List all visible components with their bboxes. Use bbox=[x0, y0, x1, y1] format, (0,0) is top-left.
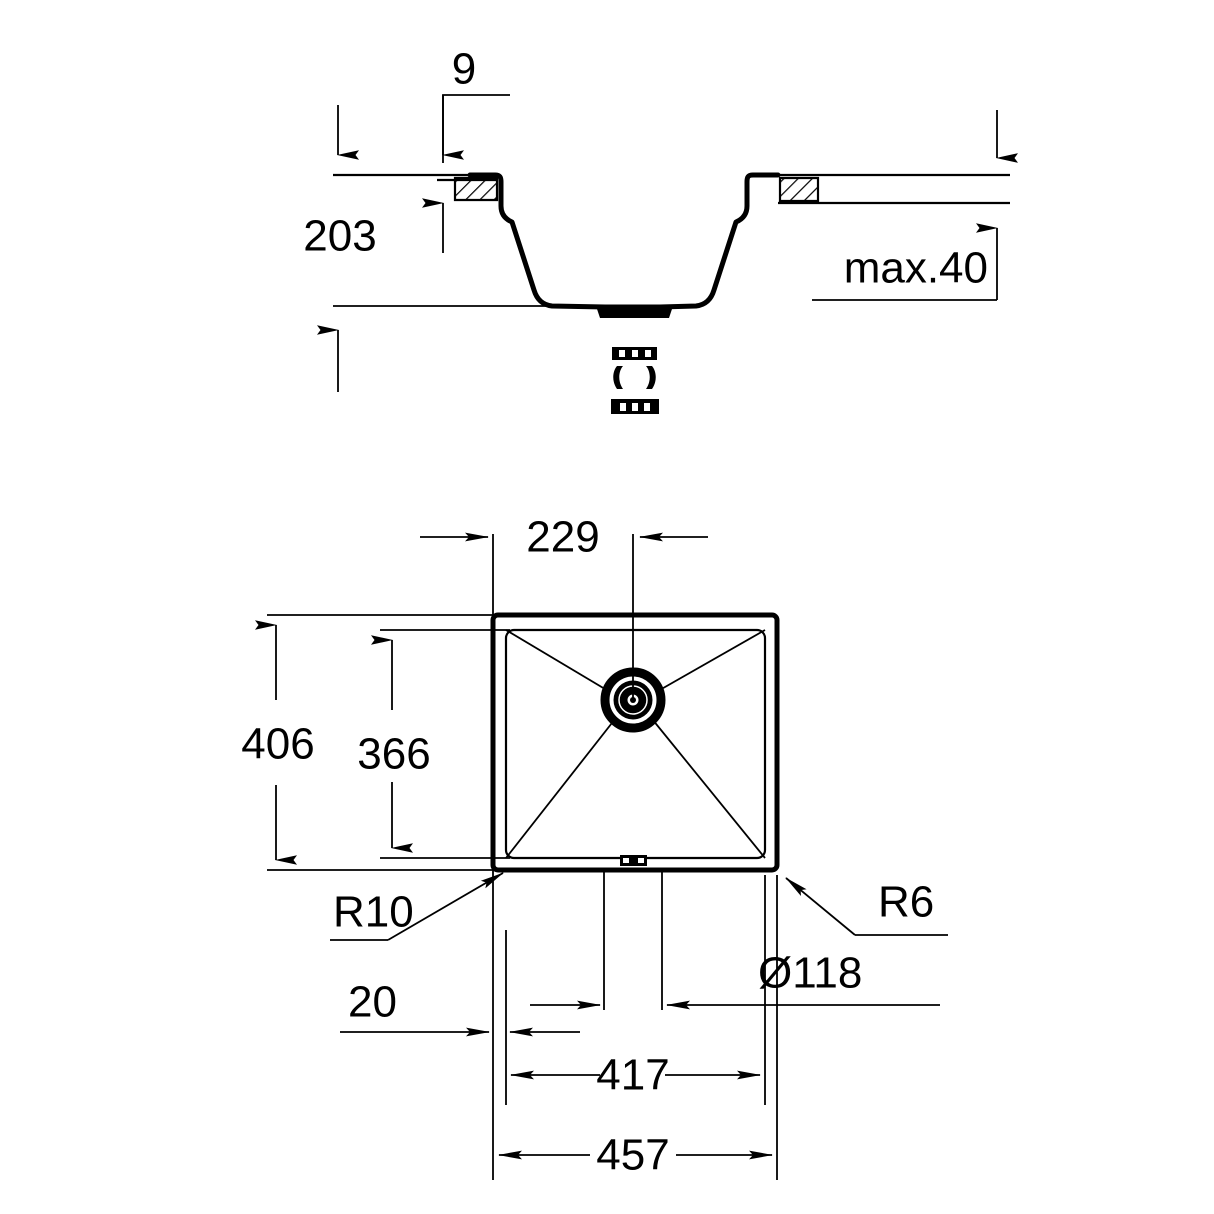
dim-9-leader bbox=[442, 94, 510, 163]
dimension-drain-offset-229: 229 bbox=[420, 513, 708, 562]
dimension-inner-width-417: 417 bbox=[510, 1051, 761, 1100]
bowl-section-outline-left bbox=[467, 172, 608, 310]
bowl-slope-top-right bbox=[650, 629, 766, 696]
dimension-rim-width-20: 20 bbox=[340, 978, 580, 1037]
dim-label-20: 20 bbox=[348, 978, 397, 1027]
drain-nut-upper-notch-1 bbox=[619, 350, 625, 357]
bowl-slope-bottom-left bbox=[505, 713, 620, 859]
dim-label-r6: R6 bbox=[878, 878, 934, 927]
dim-r10-leader-arrow bbox=[387, 872, 504, 941]
waste-drain-assembly bbox=[597, 309, 672, 414]
bowl-slope-top-left bbox=[505, 629, 616, 696]
dim-label-diameter-118: Ø118 bbox=[758, 949, 862, 998]
dimension-rim-thickness-9: 9 bbox=[422, 45, 510, 253]
overflow-slot-body bbox=[620, 855, 647, 866]
dim-label-417: 417 bbox=[596, 1051, 669, 1100]
drain-collar bbox=[603, 318, 666, 333]
drain-bulb-shadow-right bbox=[646, 366, 656, 389]
plan-view-group: 229 406 366 R10 bbox=[241, 513, 948, 1180]
worktop-section-hatch-right bbox=[778, 176, 820, 203]
drain-nut-upper-notch-2 bbox=[632, 350, 638, 357]
drain-nut-lower-notch-1 bbox=[620, 403, 626, 411]
dimension-inner-corner-radius-r10: R10 bbox=[330, 872, 504, 941]
bowl-slope-bottom-right bbox=[647, 713, 766, 859]
dim-label-r10: R10 bbox=[333, 888, 414, 937]
overflow-slot bbox=[620, 855, 647, 866]
dim-r6-leader-arrow bbox=[785, 877, 856, 936]
dimension-outer-height-406: 406 bbox=[241, 614, 500, 871]
drain-bulb-body bbox=[617, 360, 652, 396]
bowl-section-outline-right bbox=[657, 172, 781, 310]
drain-nut-lower-notch-2 bbox=[632, 403, 638, 411]
drain-stem bbox=[620, 394, 649, 401]
dim-label-366: 366 bbox=[357, 730, 430, 779]
dimension-bowl-depth-203: 203 bbox=[303, 105, 610, 392]
dimension-drain-diameter-118: Ø118 bbox=[530, 949, 940, 1010]
drain-nut-upper-notch-3 bbox=[645, 350, 651, 357]
overflow-slot-hole-2 bbox=[638, 858, 644, 863]
worktop-section-hatch-left bbox=[453, 176, 499, 202]
dimension-worktop-thickness-max40: max.40 bbox=[812, 110, 1018, 301]
drain-nut-lower-notch-3 bbox=[644, 403, 650, 411]
dim-label-203: 203 bbox=[303, 212, 376, 261]
overflow-slot-hole-1 bbox=[623, 858, 629, 863]
dimension-inner-height-366: 366 bbox=[357, 629, 510, 859]
drain-flange bbox=[597, 309, 672, 318]
section-view-group: 9 203 max.40 bbox=[303, 45, 1018, 414]
dimension-outer-corner-radius-r6: R6 bbox=[785, 877, 948, 936]
dim-label-457: 457 bbox=[596, 1131, 669, 1180]
dim-label-406: 406 bbox=[241, 720, 314, 769]
dim-label-max40: max.40 bbox=[844, 244, 988, 293]
sink-inner-bowl bbox=[504, 628, 767, 860]
drain-taper bbox=[605, 333, 664, 347]
drain-bulb-shadow-left bbox=[613, 366, 623, 389]
dimension-outer-width-457: 457 bbox=[498, 1131, 773, 1180]
sink-outer-rim bbox=[490, 612, 780, 873]
dim-label-229: 229 bbox=[526, 513, 599, 562]
dim-label-9: 9 bbox=[452, 45, 476, 94]
